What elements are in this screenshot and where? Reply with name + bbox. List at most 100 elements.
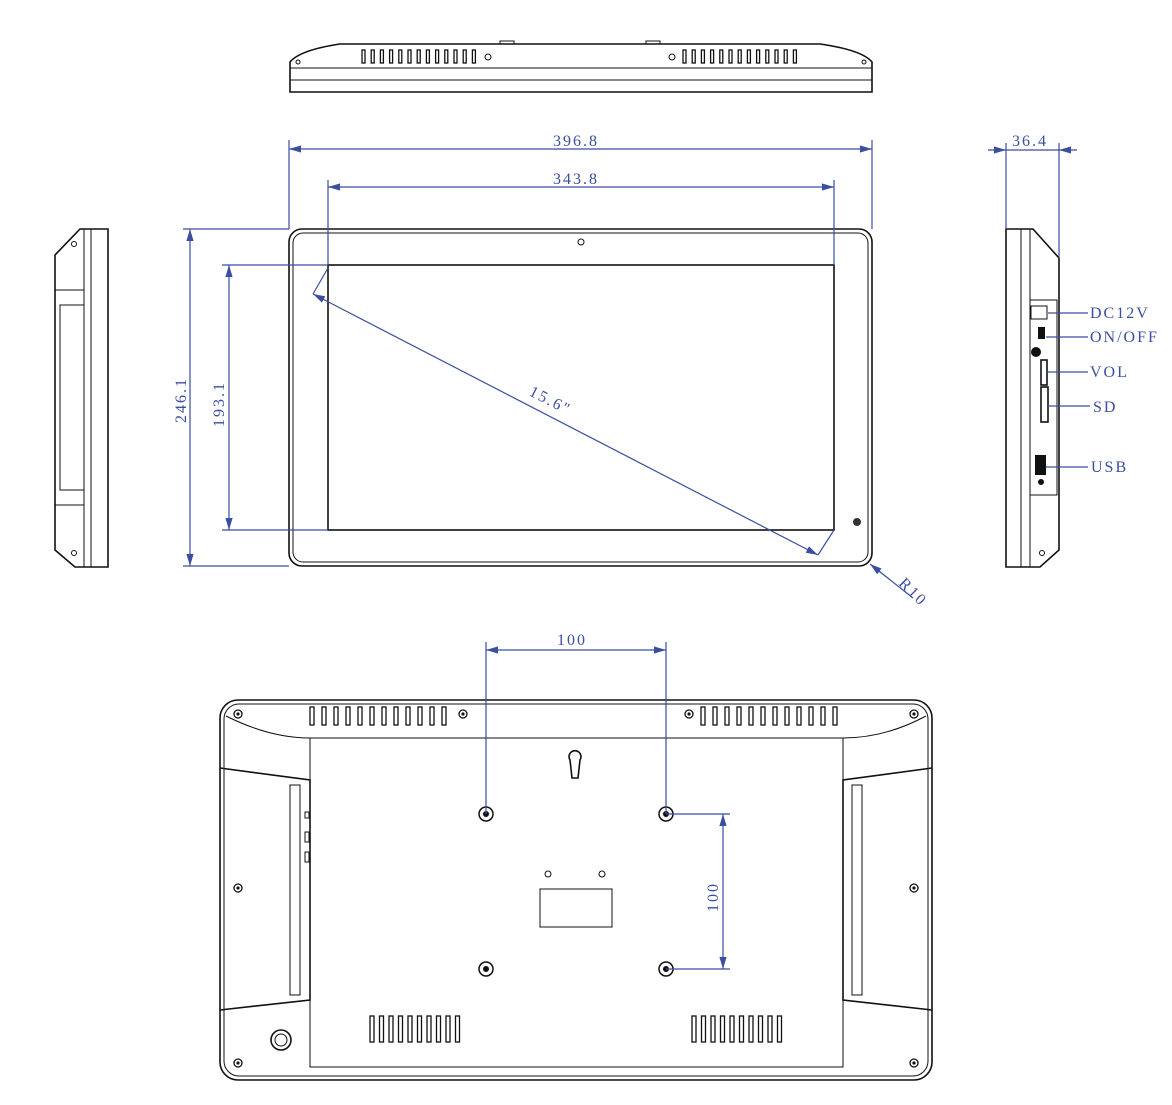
vent-slot	[748, 1015, 754, 1043]
vent-slot	[712, 706, 718, 726]
vent-slot	[441, 706, 447, 726]
vent-slot	[772, 706, 778, 726]
screw-icon	[909, 883, 919, 893]
vesa-hole-center	[483, 966, 489, 972]
vent-slot	[691, 1015, 697, 1043]
vent-slot	[405, 706, 411, 726]
screw-center	[236, 886, 240, 890]
port-label-sd: SD	[1093, 399, 1117, 416]
vesa-vertical-label: 100	[705, 882, 722, 912]
vent-slot	[746, 49, 752, 64]
vent-slot	[407, 49, 412, 64]
screw-holes	[233, 709, 919, 1068]
screw-icon	[909, 709, 919, 719]
vent-slot	[388, 1015, 394, 1043]
screw-icon	[458, 709, 468, 719]
diagonal-label: 15.6"	[526, 383, 573, 418]
screw-center	[912, 1061, 916, 1065]
screw-center	[912, 886, 916, 890]
vent-slot	[429, 706, 435, 726]
vent-slot	[776, 1015, 783, 1043]
vent-slot	[379, 49, 385, 64]
screw-icon	[684, 709, 694, 719]
vent-slot	[425, 49, 431, 64]
port-callouts: DC12V ON/OFF VOL SD USB	[1046, 305, 1159, 476]
vent-slot	[388, 49, 394, 64]
vent-slot	[691, 49, 696, 64]
top-view	[289, 40, 873, 93]
port-label-on-off: ON/OFF	[1090, 329, 1159, 346]
vent-slot	[369, 1015, 375, 1043]
vent-slot	[370, 49, 375, 64]
screw-center	[912, 712, 916, 716]
vent-slots	[361, 49, 798, 64]
vent-slot	[434, 49, 440, 64]
vent-slot	[719, 1015, 726, 1043]
keyhole-icon	[568, 749, 582, 779]
front-view: 396.8 343.8 246.1 193.1 15.6" R10	[173, 133, 930, 610]
screw-icon	[233, 709, 243, 719]
vent-slot	[719, 49, 724, 64]
vent-slot	[774, 49, 779, 64]
sd-slot-icon	[1040, 386, 1049, 423]
corner-radius-label: R10	[895, 575, 930, 610]
vent-slot	[426, 1015, 432, 1043]
usb-port-icon	[1035, 455, 1046, 475]
overall-width-label: 396.8	[553, 133, 599, 150]
vesa-mount-holes	[478, 806, 674, 977]
vent-slot	[738, 1015, 745, 1043]
vent-slot	[736, 706, 742, 726]
vent-slot	[700, 49, 706, 64]
vent-slot	[808, 706, 814, 726]
vent-slots	[309, 706, 838, 1043]
right-side-view: 36.4 DC12V ON/OFF VOL SD USB	[988, 133, 1159, 568]
vent-slot	[309, 706, 315, 726]
vent-slot	[471, 49, 477, 64]
vent-slot	[737, 49, 742, 64]
vent-slot	[381, 706, 387, 726]
vent-slot	[760, 706, 766, 726]
port-label-vol: VOL	[1090, 364, 1129, 381]
vent-slot	[792, 49, 798, 64]
vent-slot	[397, 1015, 404, 1043]
port-label-dc12v: DC12V	[1090, 305, 1150, 322]
vent-slot	[784, 706, 790, 726]
vent-slot	[724, 706, 730, 726]
vent-slot	[445, 1015, 451, 1043]
vent-slot	[700, 1015, 707, 1043]
vent-slot	[729, 1015, 735, 1043]
dc-jack-icon	[1030, 305, 1048, 320]
power-switch-icon	[1038, 327, 1045, 339]
vent-slot	[398, 49, 403, 64]
screen-width-label: 343.8	[553, 171, 599, 188]
port-label-usb: USB	[1091, 459, 1128, 476]
vent-slot	[783, 49, 788, 64]
vent-slot	[796, 706, 802, 726]
vent-slot	[378, 1015, 385, 1043]
vent-slot	[369, 706, 375, 726]
vent-slot	[757, 1015, 764, 1043]
screw-icon	[233, 1058, 243, 1068]
back-view: 100 100	[219, 632, 933, 1081]
vent-slot	[416, 49, 421, 64]
screw-center	[461, 712, 465, 716]
vent-slot	[444, 49, 449, 64]
vent-slot	[820, 706, 826, 726]
vent-slot	[417, 706, 423, 726]
label-area	[539, 888, 613, 928]
vent-slot	[728, 49, 733, 64]
vent-slot	[361, 49, 366, 64]
vent-slot	[709, 49, 715, 64]
screw-center	[687, 712, 691, 716]
vent-slot	[321, 706, 327, 726]
vent-slot	[416, 1015, 423, 1043]
screw-center	[236, 1061, 240, 1065]
vent-slot	[435, 1015, 442, 1043]
vesa-horizontal-label: 100	[557, 632, 587, 649]
vent-slot	[748, 706, 754, 726]
vent-slot	[393, 706, 399, 726]
vent-slot	[453, 49, 458, 64]
speaker-icon	[853, 518, 861, 526]
depth-label: 36.4	[1012, 133, 1048, 150]
